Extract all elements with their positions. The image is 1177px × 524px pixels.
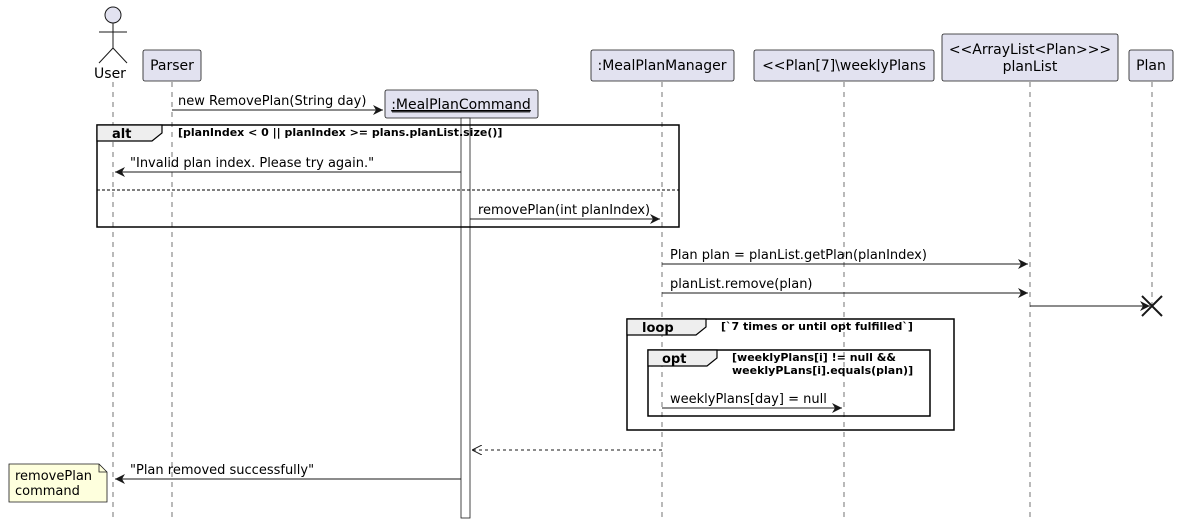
participant-weekly: <<Plan[7]\weeklyPlans <box>753 49 935 82</box>
participant-mpm-label: :MealPlanManager <box>597 58 726 74</box>
note-line2: command <box>15 484 80 499</box>
participant-user-label: User <box>94 66 126 82</box>
note-removeplan: removePlan command <box>8 463 108 503</box>
fragment-opt-keyword: opt <box>662 352 686 367</box>
fragment-opt: opt [weeklyPlans[i] != null && weeklyPLa… <box>647 349 931 417</box>
participant-planlist-label-line2: planList <box>1003 59 1058 75</box>
message-invalid-label: "Invalid plan index. Please try again." <box>130 156 374 171</box>
message-create-label: new RemovePlan(String day) <box>178 94 366 109</box>
fragment-loop-keyword: loop <box>642 321 674 336</box>
participant-planlist-label-line1: <<ArrayList<Plan>>> <box>949 42 1111 58</box>
activation-bar-mpc <box>460 117 471 519</box>
fragment-alt-guard: [planIndex < 0 || planIndex >= plans.pla… <box>178 126 502 139</box>
fragment-loop: loop [`7 times or until opt fulfilled`] <box>626 318 955 431</box>
participant-parser: Parser <box>142 49 202 82</box>
participant-mpm: :MealPlanManager <box>590 49 735 82</box>
fragment-loop-guard: [`7 times or until opt fulfilled`] <box>721 320 913 333</box>
participant-mpc-label: :MealPlanCommand <box>391 97 531 113</box>
participant-plan-label: Plan <box>1136 58 1166 74</box>
lifelines <box>112 82 1153 518</box>
message-success-label: "Plan removed successfully" <box>130 463 314 478</box>
message-getplan-label: Plan plan = planList.getPlan(planIndex) <box>670 248 927 263</box>
participant-weekly-label: <<Plan[7]\weeklyPlans <box>762 58 926 74</box>
participant-mpc: :MealPlanCommand <box>384 89 539 119</box>
fragment-alt: alt [planIndex < 0 || planIndex >= plans… <box>96 124 680 228</box>
participant-planlist: <<ArrayList<Plan>>> planList <box>941 33 1119 82</box>
message-weeklynull-label: weeklyPlans[day] = null <box>670 392 827 407</box>
participant-parser-label: Parser <box>150 58 194 74</box>
participant-plan: Plan <box>1128 49 1174 82</box>
message-removeplan-label: removePlan(int planIndex) <box>478 203 650 218</box>
message-listremove-label: planList.remove(plan) <box>670 277 813 292</box>
note-line1: removePlan <box>15 469 92 484</box>
fragment-opt-guard-line2: weeklyPLans[i].equals(plan)] <box>732 364 913 377</box>
fragment-alt-keyword: alt <box>112 127 131 142</box>
actor-head <box>104 6 122 24</box>
actor-user <box>98 6 128 64</box>
fragment-opt-guard-line1: [weeklyPlans[i] != null && <box>732 351 896 364</box>
destroy-x-icon <box>1141 295 1163 317</box>
